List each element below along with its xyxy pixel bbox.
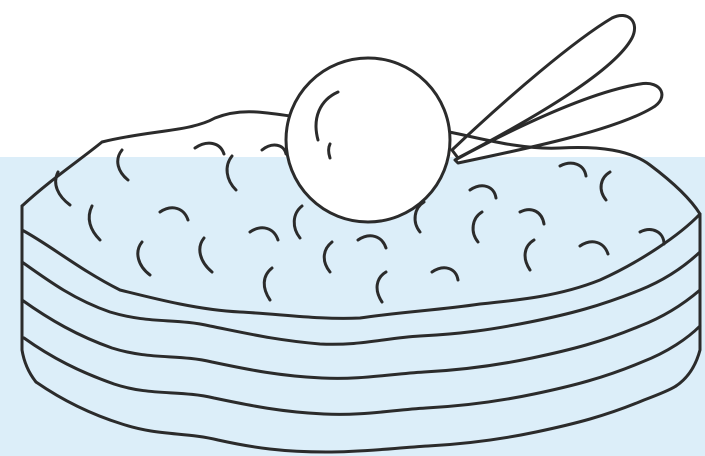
cake-layer-line-1	[22, 252, 700, 344]
squiggle	[200, 238, 212, 272]
cake-layer-line-2	[22, 290, 700, 378]
squiggle	[324, 242, 332, 272]
squiggle	[560, 163, 586, 176]
squiggle	[377, 272, 386, 302]
squiggle	[470, 186, 496, 198]
cake-layer-line-3	[24, 326, 700, 414]
squiggle	[250, 228, 278, 240]
squiggle	[432, 268, 458, 280]
squiggle	[358, 236, 386, 248]
squiggle	[118, 150, 128, 180]
squiggle	[89, 206, 100, 240]
pearl-outline	[286, 58, 450, 222]
cake-bottom-line	[36, 382, 676, 452]
squiggle	[160, 208, 188, 220]
squiggle	[264, 268, 272, 300]
squiggle	[262, 145, 286, 154]
squiggle	[601, 172, 610, 200]
squiggle	[227, 156, 236, 190]
squiggle	[580, 242, 608, 254]
squiggle	[138, 242, 150, 275]
squiggle	[525, 240, 534, 270]
pearl-icon	[286, 58, 450, 222]
squiggle	[195, 143, 224, 154]
squiggle	[640, 230, 664, 244]
squiggle	[520, 210, 544, 224]
pearl-highlight-small	[329, 144, 331, 158]
squiggle	[473, 212, 482, 242]
squiggle	[294, 206, 302, 238]
